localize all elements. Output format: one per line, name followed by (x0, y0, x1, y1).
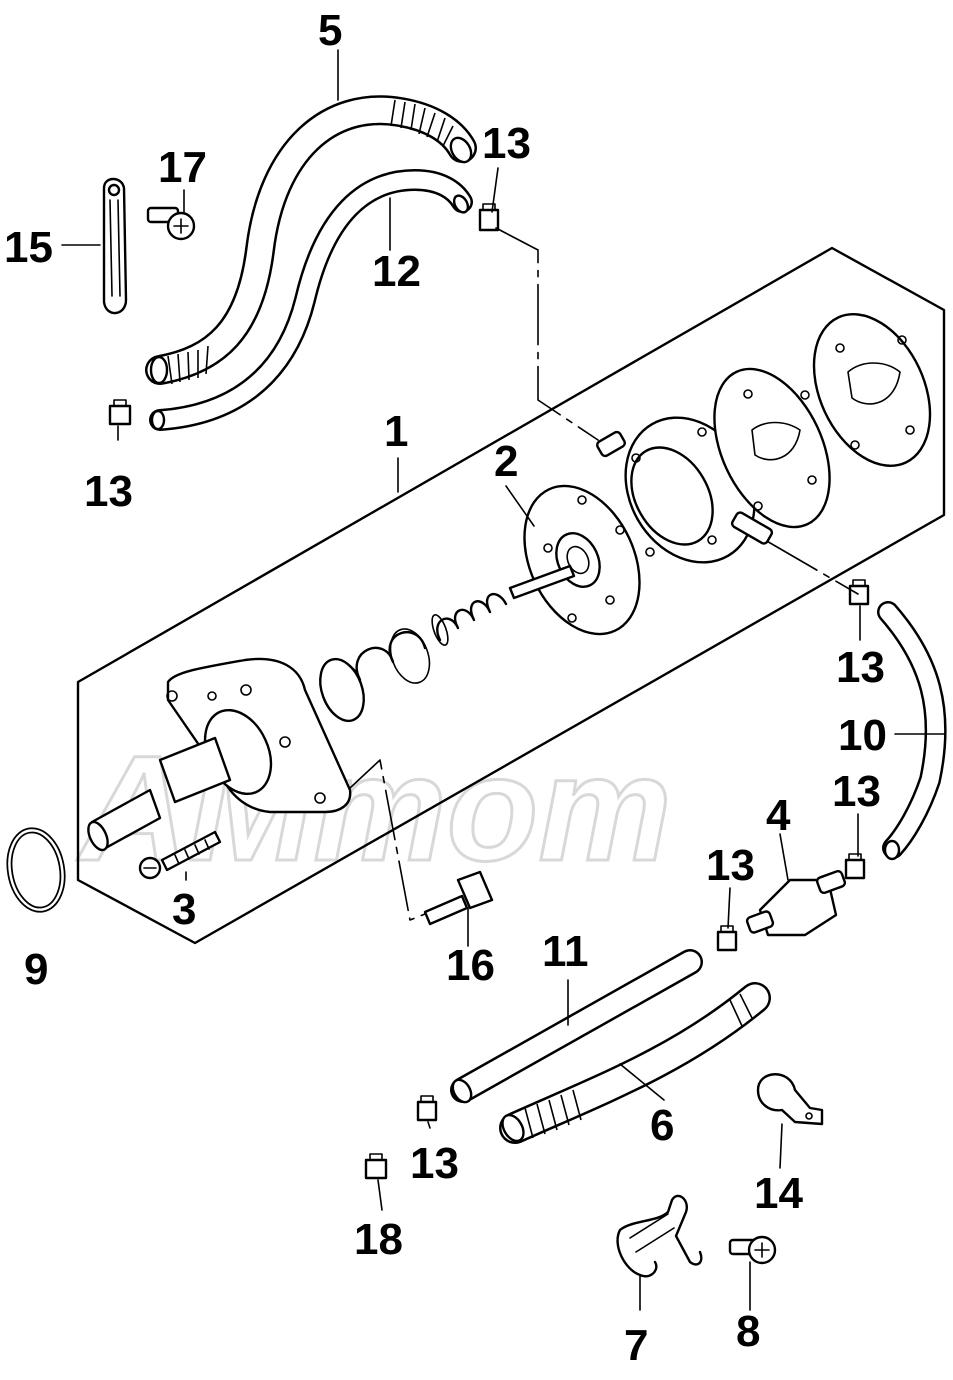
callout-15: 15 (4, 223, 53, 272)
part-5-hose[interactable] (145, 95, 477, 385)
part-13-clamp-right-upper[interactable] (848, 579, 870, 606)
callout-5: 5 (318, 6, 342, 55)
callout-4: 4 (766, 791, 791, 840)
callout-13-bottom: 13 (410, 1139, 459, 1188)
pump-gasket[interactable] (691, 351, 853, 546)
callout-2: 2 (494, 437, 518, 486)
part-2-diaphragm[interactable] (502, 467, 662, 652)
part-18-clamp[interactable] (364, 1153, 388, 1180)
callout-13-mid: 13 (706, 841, 755, 890)
callout-3: 3 (172, 885, 196, 934)
callout-12: 12 (372, 247, 421, 296)
spring-small[interactable] (429, 593, 508, 647)
part-4-fuel-filter[interactable] (745, 869, 847, 937)
leader-clamp-top (495, 227, 599, 441)
part-17-screw[interactable] (146, 206, 196, 241)
callout-10: 10 (838, 711, 887, 760)
assembly-outline (76, 246, 946, 945)
pump-cover-plate[interactable] (791, 296, 953, 485)
callout-17: 17 (158, 143, 207, 192)
part-3-screw[interactable] (138, 830, 222, 880)
part-13-clamp-top[interactable] (478, 203, 500, 232)
part-14-p-clamp[interactable] (756, 1073, 824, 1126)
spring-large[interactable] (312, 624, 436, 727)
callout-6: 6 (650, 1101, 674, 1150)
callout-16: 16 (446, 941, 495, 990)
callout-13-top: 13 (482, 119, 531, 168)
part-8-screw[interactable] (728, 1235, 777, 1265)
callout-9: 9 (24, 945, 48, 994)
part-11-hose[interactable] (449, 949, 703, 1105)
leader-clamp-right (764, 539, 859, 595)
part-13-clamp-right-lower[interactable] (844, 853, 866, 880)
part-16-bolt[interactable] (423, 870, 494, 926)
part-12-hose[interactable] (149, 168, 473, 431)
pump-body-front[interactable] (84, 657, 352, 853)
part-6-hose[interactable] (498, 982, 771, 1145)
callout-13-right-lower: 13 (832, 767, 881, 816)
callout-13-right-upper: 13 (836, 643, 885, 692)
part-9-o-ring[interactable] (3, 826, 68, 914)
callout-8: 8 (736, 1307, 760, 1356)
callout-11: 11 (542, 927, 589, 976)
part-13-clamp-bottom[interactable] (416, 1095, 438, 1122)
callout-14: 14 (754, 1169, 803, 1218)
part-13-clamp-left[interactable] (108, 399, 132, 426)
part-7-spring-clip[interactable] (616, 1194, 703, 1278)
callout-leaders (61, 49, 945, 1311)
part-15-strap[interactable] (102, 177, 128, 315)
part-10-hose[interactable] (877, 601, 947, 861)
callout-13-left: 13 (84, 467, 133, 516)
callout-18: 18 (354, 1215, 403, 1264)
callout-1: 1 (384, 407, 408, 456)
part-13-clamp-mid[interactable] (716, 925, 738, 952)
callout-7: 7 (624, 1321, 648, 1370)
